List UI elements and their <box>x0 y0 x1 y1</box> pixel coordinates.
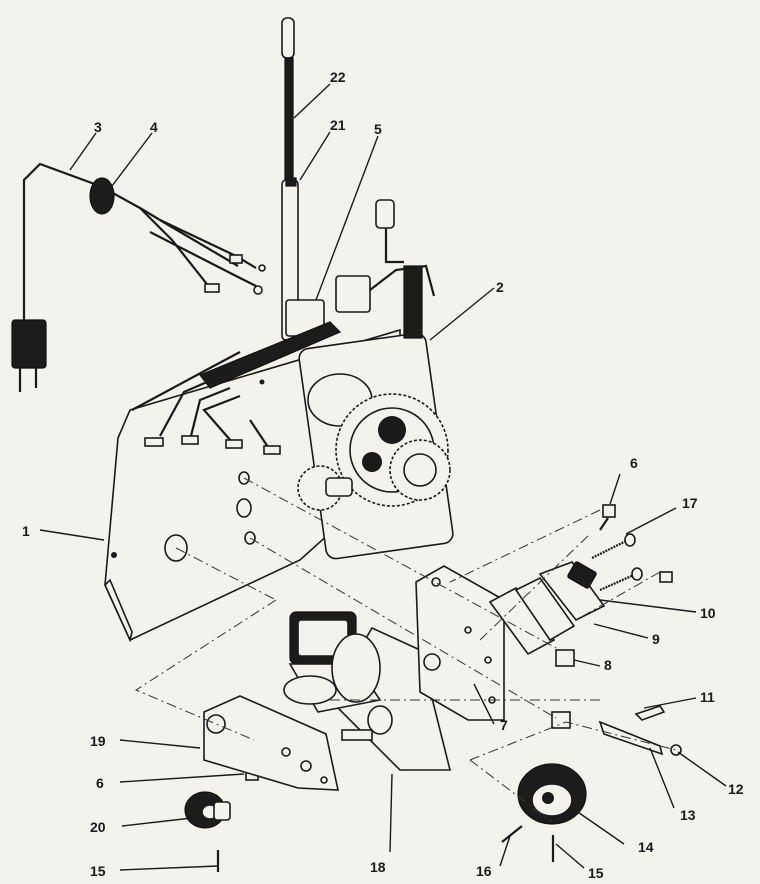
callout-2: 2 <box>496 279 504 295</box>
callout-labels: 1 2 3 4 5 6 6 7 8 9 10 11 12 13 14 15 15… <box>22 69 744 881</box>
callout-4: 4 <box>150 119 158 135</box>
callout-13: 13 <box>680 807 696 823</box>
callout-1: 1 <box>22 523 30 539</box>
callout-9: 9 <box>652 631 660 647</box>
callout-16: 16 <box>476 863 492 879</box>
switches <box>488 561 606 656</box>
callout-6b: 6 <box>96 775 104 791</box>
callout-18: 18 <box>370 859 386 875</box>
callout-6a: 6 <box>630 455 638 471</box>
callout-17: 17 <box>682 495 698 511</box>
tube-assembly <box>281 17 299 341</box>
power-cord <box>11 162 266 392</box>
callout-3: 3 <box>94 119 102 135</box>
callout-15a: 15 <box>90 863 106 879</box>
callout-21: 21 <box>330 117 346 133</box>
callout-19: 19 <box>90 733 106 749</box>
callout-8: 8 <box>604 657 612 673</box>
connector-bundle <box>131 199 436 455</box>
alignment-lines <box>134 477 677 823</box>
leader-lines <box>39 83 727 871</box>
switch-bracket <box>415 565 505 721</box>
callout-20: 20 <box>90 819 106 835</box>
callout-11: 11 <box>700 689 715 705</box>
callout-22: 22 <box>330 69 346 85</box>
callout-5: 5 <box>374 121 382 137</box>
mounting-bracket <box>203 695 340 791</box>
callout-7: 7 <box>500 717 508 733</box>
callout-14: 14 <box>638 839 654 855</box>
artwork <box>11 17 682 872</box>
timer-housing <box>297 332 454 560</box>
callout-15b: 15 <box>588 865 604 881</box>
callout-10: 10 <box>700 605 716 621</box>
callout-12: 12 <box>728 781 744 797</box>
